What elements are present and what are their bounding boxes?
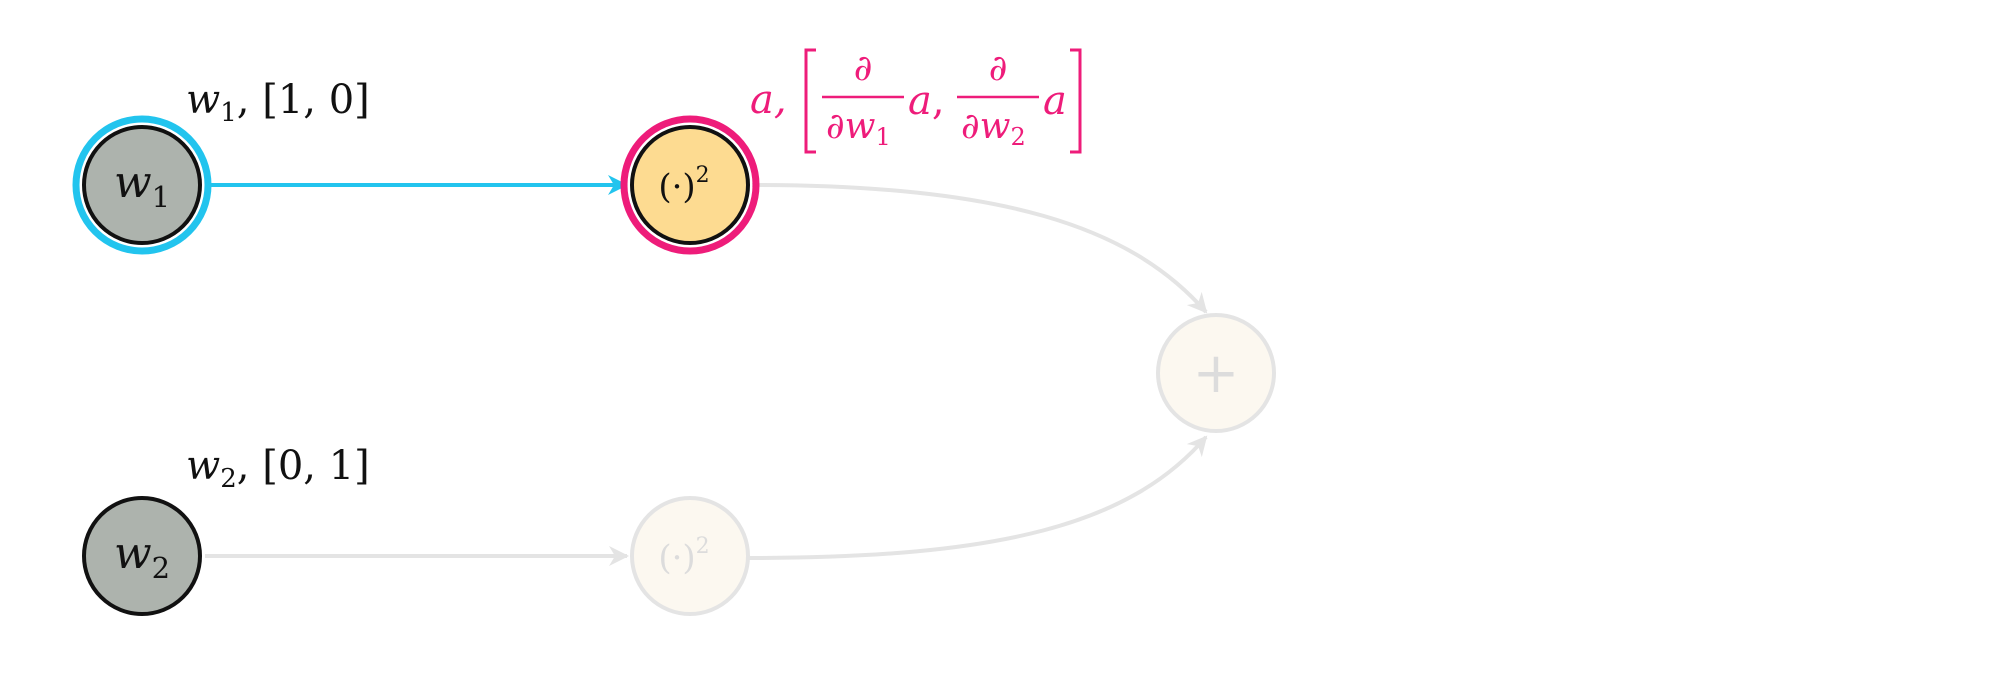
node-square2-exp: 2 <box>696 534 710 559</box>
label-w2: w2, [0, 1] <box>186 443 370 494</box>
node-sum-symbol: + <box>1193 341 1240 406</box>
label-gradient-den2-partial: ∂ <box>961 106 980 147</box>
label-gradient: a, ∂ ∂w1 a, ∂ ∂w2 a <box>750 48 1082 154</box>
label-gradient-a1-var: a <box>908 78 932 124</box>
label-gradient-left-bracket <box>804 48 816 154</box>
node-w2-var: w <box>114 528 152 579</box>
node-sum: + <box>1156 313 1276 433</box>
label-w2-rest: , [0, 1] <box>237 443 370 489</box>
edge-square2-to-sum <box>747 435 1208 560</box>
label-gradient-den1-sub: 1 <box>875 123 890 151</box>
label-gradient-a2: a <box>1043 78 1067 124</box>
label-gradient-value: a, <box>750 77 787 123</box>
node-w2-sub: 2 <box>152 551 170 585</box>
label-gradient-num2: ∂ <box>989 48 1008 89</box>
node-square2-text: (·)2 <box>658 534 709 578</box>
node-square1-highlight-ring <box>620 115 760 255</box>
label-w1: w1, [1, 0] <box>186 77 370 128</box>
label-w2-var: w <box>186 443 220 489</box>
node-w2-text: w2 <box>114 528 170 585</box>
label-gradient-den1-var: w <box>845 106 876 147</box>
node-square1: (·)2 <box>620 115 760 255</box>
edge-square1-to-sum <box>751 183 1208 314</box>
node-w2: w2 <box>82 496 202 616</box>
node-square1-circle <box>630 125 750 245</box>
node-w1-circle <box>82 125 202 245</box>
label-gradient-den2: ∂w2 <box>961 106 1026 151</box>
node-w1-sub: 1 <box>152 180 170 214</box>
label-gradient-right-bracket <box>1070 48 1082 154</box>
node-sum-circle <box>1156 313 1276 433</box>
node-w1: w1 <box>72 115 212 255</box>
node-square2: (·)2 <box>630 496 750 616</box>
node-square1-text: (·)2 <box>658 163 709 207</box>
label-w1-sub: 1 <box>220 98 237 128</box>
label-gradient-den1: ∂w1 <box>826 106 891 151</box>
node-square1-exp: 2 <box>696 163 710 188</box>
label-w1-var: w <box>186 77 220 123</box>
label-gradient-den2-sub: 2 <box>1010 123 1025 151</box>
node-w1-highlight-ring <box>72 115 212 255</box>
node-square2-base: (·) <box>658 538 695 578</box>
label-w1-rest: , [1, 0] <box>237 77 370 123</box>
label-w2-sub: 2 <box>220 464 237 494</box>
node-w2-circle <box>82 496 202 616</box>
label-gradient-comma: , <box>932 78 945 124</box>
label-gradient-a1: a, <box>908 78 945 124</box>
node-w1-var: w <box>114 157 152 208</box>
label-gradient-num1: ∂ <box>854 48 873 89</box>
label-gradient-den1-partial: ∂ <box>826 106 845 147</box>
node-square2-circle <box>630 496 750 616</box>
node-w1-text: w1 <box>114 157 170 214</box>
node-square1-base: (·) <box>658 167 695 207</box>
label-gradient-den2-var: w <box>980 106 1011 147</box>
